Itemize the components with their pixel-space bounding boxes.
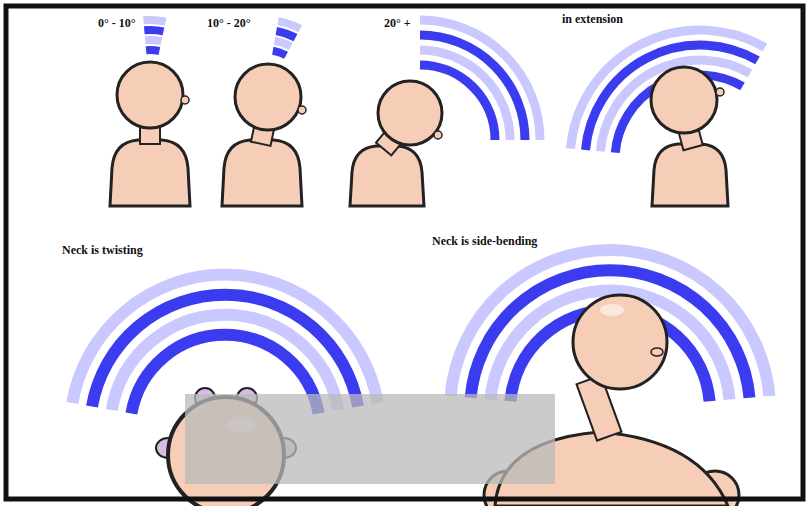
angle-label: 0° - 10°	[96, 16, 138, 30]
angle-label: in extension	[560, 12, 625, 26]
angle-label: Neck is side-bending	[430, 234, 539, 248]
angle-label: Neck is twisting	[60, 243, 145, 257]
angle-label: 10° - 20°	[205, 16, 253, 30]
angle-label: 20° +	[382, 16, 413, 30]
